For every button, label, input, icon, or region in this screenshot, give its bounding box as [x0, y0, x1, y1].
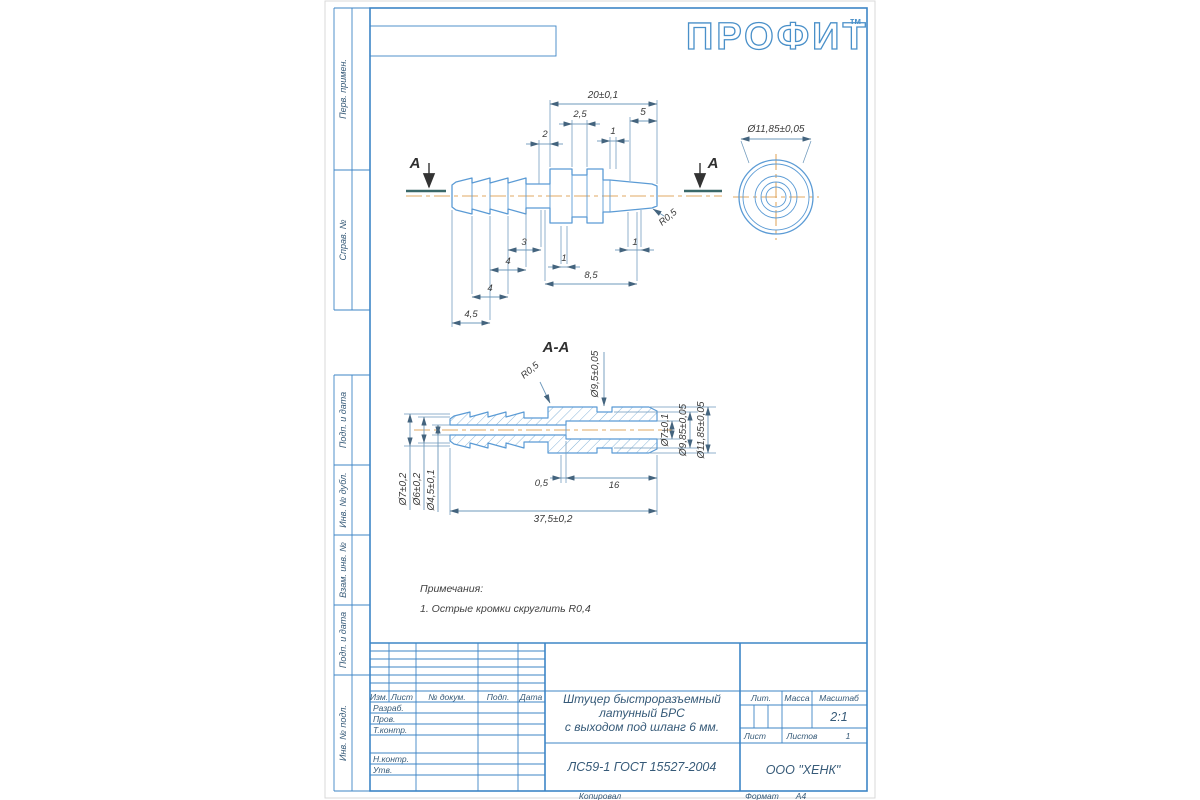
- dim-8-5: 8,5: [584, 270, 598, 281]
- tb-scale-label: Масштаб: [819, 693, 860, 703]
- section-view-dimensions: R0,5 Ø9,5±0,05 Ø7±0,2 Ø6±0,2 Ø4,5±0,1 Ø7…: [398, 350, 716, 525]
- tb-row-nkontr: Н.контр.: [373, 754, 409, 764]
- section-bottom-wall: [449, 434, 658, 454]
- tb-col-podp: Подп.: [487, 692, 510, 702]
- dim-d11-85-endview: Ø11,85±0,05: [746, 124, 804, 135]
- tb-row-prov: Пров.: [373, 714, 395, 724]
- doc-title-line1: Штуцер быстроразъемный: [563, 692, 721, 706]
- doc-title-line2: латунный БРС: [598, 706, 685, 720]
- dim-4-5-01: Ø4,5±0,1: [426, 469, 437, 511]
- dim-4-5: 4,5: [464, 309, 478, 320]
- dim-7-01: Ø7±0,1: [660, 414, 671, 448]
- dim-1-top: 1: [610, 126, 615, 137]
- dim-9-5: Ø9,5±0,05: [590, 350, 601, 398]
- brand-logo: ПРОФИТ тм: [685, 15, 869, 58]
- tb-lit-label: Лит.: [750, 693, 771, 703]
- drawing-frame: [369, 7, 868, 792]
- stamp-strip-label: Инв. № подл.: [338, 705, 348, 761]
- side-view-dimensions: 20±0,1 5 2,5 2 1 R0,5 3 1: [451, 90, 680, 327]
- stamp-strip-label: Подп. и дата: [338, 392, 348, 448]
- section-view: А-А: [414, 339, 672, 454]
- dim-4-a: 4: [505, 256, 510, 267]
- stamp-strip-label: Перв. примен.: [338, 59, 348, 119]
- dim-2-5: 2,5: [572, 109, 587, 120]
- end-view: Ø11,85±0,05: [733, 124, 819, 240]
- cut-label-right: А: [707, 155, 719, 172]
- section-title: А-А: [542, 339, 570, 356]
- title-block: Изм. Лист № докум. Подп. Дата Разраб. Пр…: [370, 642, 867, 791]
- logo-text: ПРОФИТ: [686, 16, 869, 58]
- dim-1-mid: 1: [561, 253, 566, 264]
- tb-col-list: Лист: [390, 692, 413, 702]
- dim-1-right: 1: [632, 237, 637, 248]
- doc-title-line3: с выходом под шланг 6 мм.: [565, 720, 719, 734]
- dim-11-85-section: Ø11,85±0,05: [696, 401, 707, 459]
- left-stamp-strip: Перв. примен. Справ. № Подп. и дата Инв.…: [333, 7, 370, 792]
- side-view: [406, 168, 722, 224]
- tb-mass-label: Масса: [784, 693, 809, 703]
- tb-sheets-label: Листов: [786, 731, 819, 741]
- stamp-strip-label: Справ. №: [338, 219, 348, 260]
- copied-label: Копировал: [579, 791, 621, 800]
- notes-title: Примечания:: [420, 583, 483, 595]
- cut-label-left: А: [409, 155, 421, 172]
- dim-0-5: 0,5: [535, 478, 549, 489]
- stamp-strip-label: Инв. № дубл.: [338, 472, 348, 527]
- dim-6: Ø6±0,2: [412, 472, 423, 506]
- dim-9-85: Ø9,85±0,05: [678, 403, 689, 457]
- top-stamp-box: [369, 25, 557, 57]
- dim-16: 16: [609, 480, 620, 491]
- section-cut-marks: А А: [406, 155, 722, 193]
- stamp-strip-label: Взам. инв. №: [338, 542, 348, 598]
- dim-20: 20±0,1: [587, 90, 619, 101]
- scale-value: 2:1: [829, 710, 847, 724]
- sheet-footer: Копировал Формат А4: [579, 791, 807, 800]
- company-name: ООО "ХЕНК": [766, 763, 841, 777]
- dim-37-5: 37,5±0,2: [534, 514, 573, 525]
- dim-5: 5: [640, 107, 646, 118]
- notes-item-1: 1. Острые кромки скруглить R0,4: [420, 603, 591, 615]
- sheet-border: [324, 0, 876, 799]
- tb-col-izm: Изм.: [370, 692, 388, 702]
- material-spec: ЛС59-1 ГОСТ 15527-2004: [567, 760, 717, 774]
- logo-tm: тм: [850, 16, 861, 26]
- dim-2: 2: [541, 129, 548, 140]
- tb-row-utv: Утв.: [372, 765, 392, 775]
- dim-3: 3: [521, 237, 527, 248]
- dim-7-02: Ø7±0,2: [398, 472, 409, 506]
- tb-row-tkontr: Т.контр.: [373, 725, 407, 735]
- tb-col-data: Дата: [519, 692, 543, 702]
- tb-col-dokum: № докум.: [428, 692, 465, 702]
- section-top-wall: [449, 406, 658, 426]
- format-label: Формат: [745, 791, 779, 800]
- format-value: А4: [795, 791, 807, 800]
- tb-sheets-value: 1: [846, 731, 851, 741]
- tb-sheet-label: Лист: [743, 731, 766, 741]
- stamp-strip-label: Подп. и дата: [338, 612, 348, 668]
- tb-row-razrab: Разраб.: [373, 703, 404, 713]
- notes: Примечания: 1. Острые кромки скруглить R…: [420, 583, 591, 615]
- dim-4-b: 4: [487, 283, 492, 294]
